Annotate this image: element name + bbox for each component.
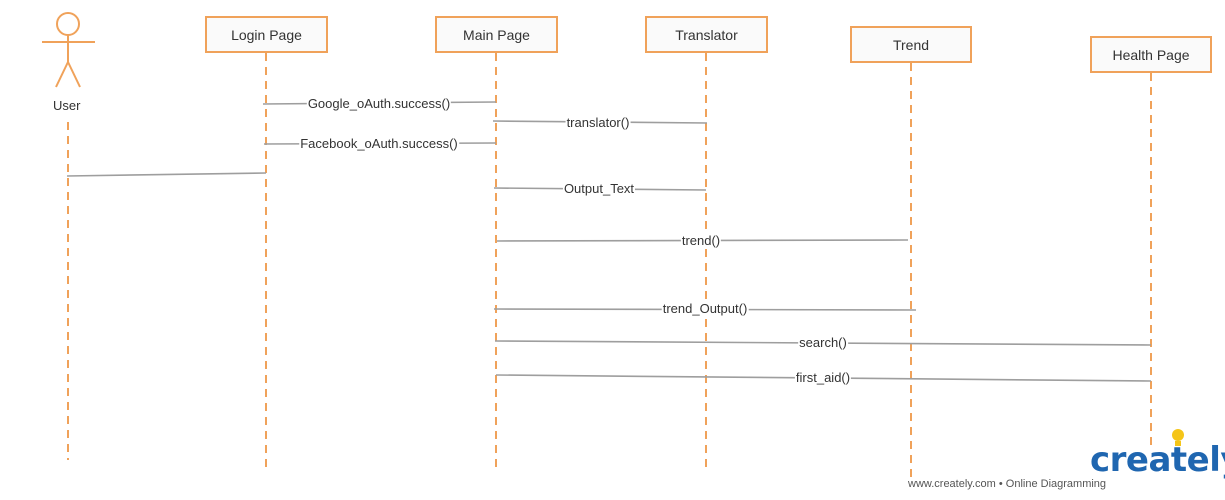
participant-trend: Trend xyxy=(850,26,972,63)
participant-label: Translator xyxy=(675,26,738,43)
logo-url-text: www.creately.com • Online Diagramming xyxy=(908,478,1107,490)
message-label-first-aid: first_aid() xyxy=(794,370,852,386)
participant-label: Login Page xyxy=(231,26,302,43)
message-label-trend-output: trend_Output() xyxy=(661,301,749,317)
participant-label: Main Page xyxy=(463,26,530,43)
logo-wordmark: creately xyxy=(1090,440,1225,480)
message-label-translator: translator() xyxy=(565,115,631,131)
actor-label-user: User xyxy=(53,98,81,113)
message-label-trend: trend() xyxy=(680,233,722,249)
participant-health-page: Health Page xyxy=(1090,36,1212,73)
message-label-search: search() xyxy=(798,335,848,351)
message-line-3 xyxy=(66,172,267,177)
participant-translator: Translator xyxy=(645,16,768,53)
participant-login-page: Login Page xyxy=(205,16,328,53)
actor-figure-icon xyxy=(42,12,95,88)
message-label-facebook-oauth: Facebook_oAuth.success() xyxy=(299,136,459,152)
participant-label: Health Page xyxy=(1112,46,1190,63)
participant-label: Trend xyxy=(892,36,930,53)
message-label-google-oauth: Google_oAuth.success() xyxy=(306,96,452,112)
lightbulb-icon xyxy=(1172,429,1184,446)
message-label-output-text: Output_Text xyxy=(562,181,636,197)
participant-main-page: Main Page xyxy=(435,16,558,53)
creately-logo: creately xyxy=(1088,428,1225,494)
